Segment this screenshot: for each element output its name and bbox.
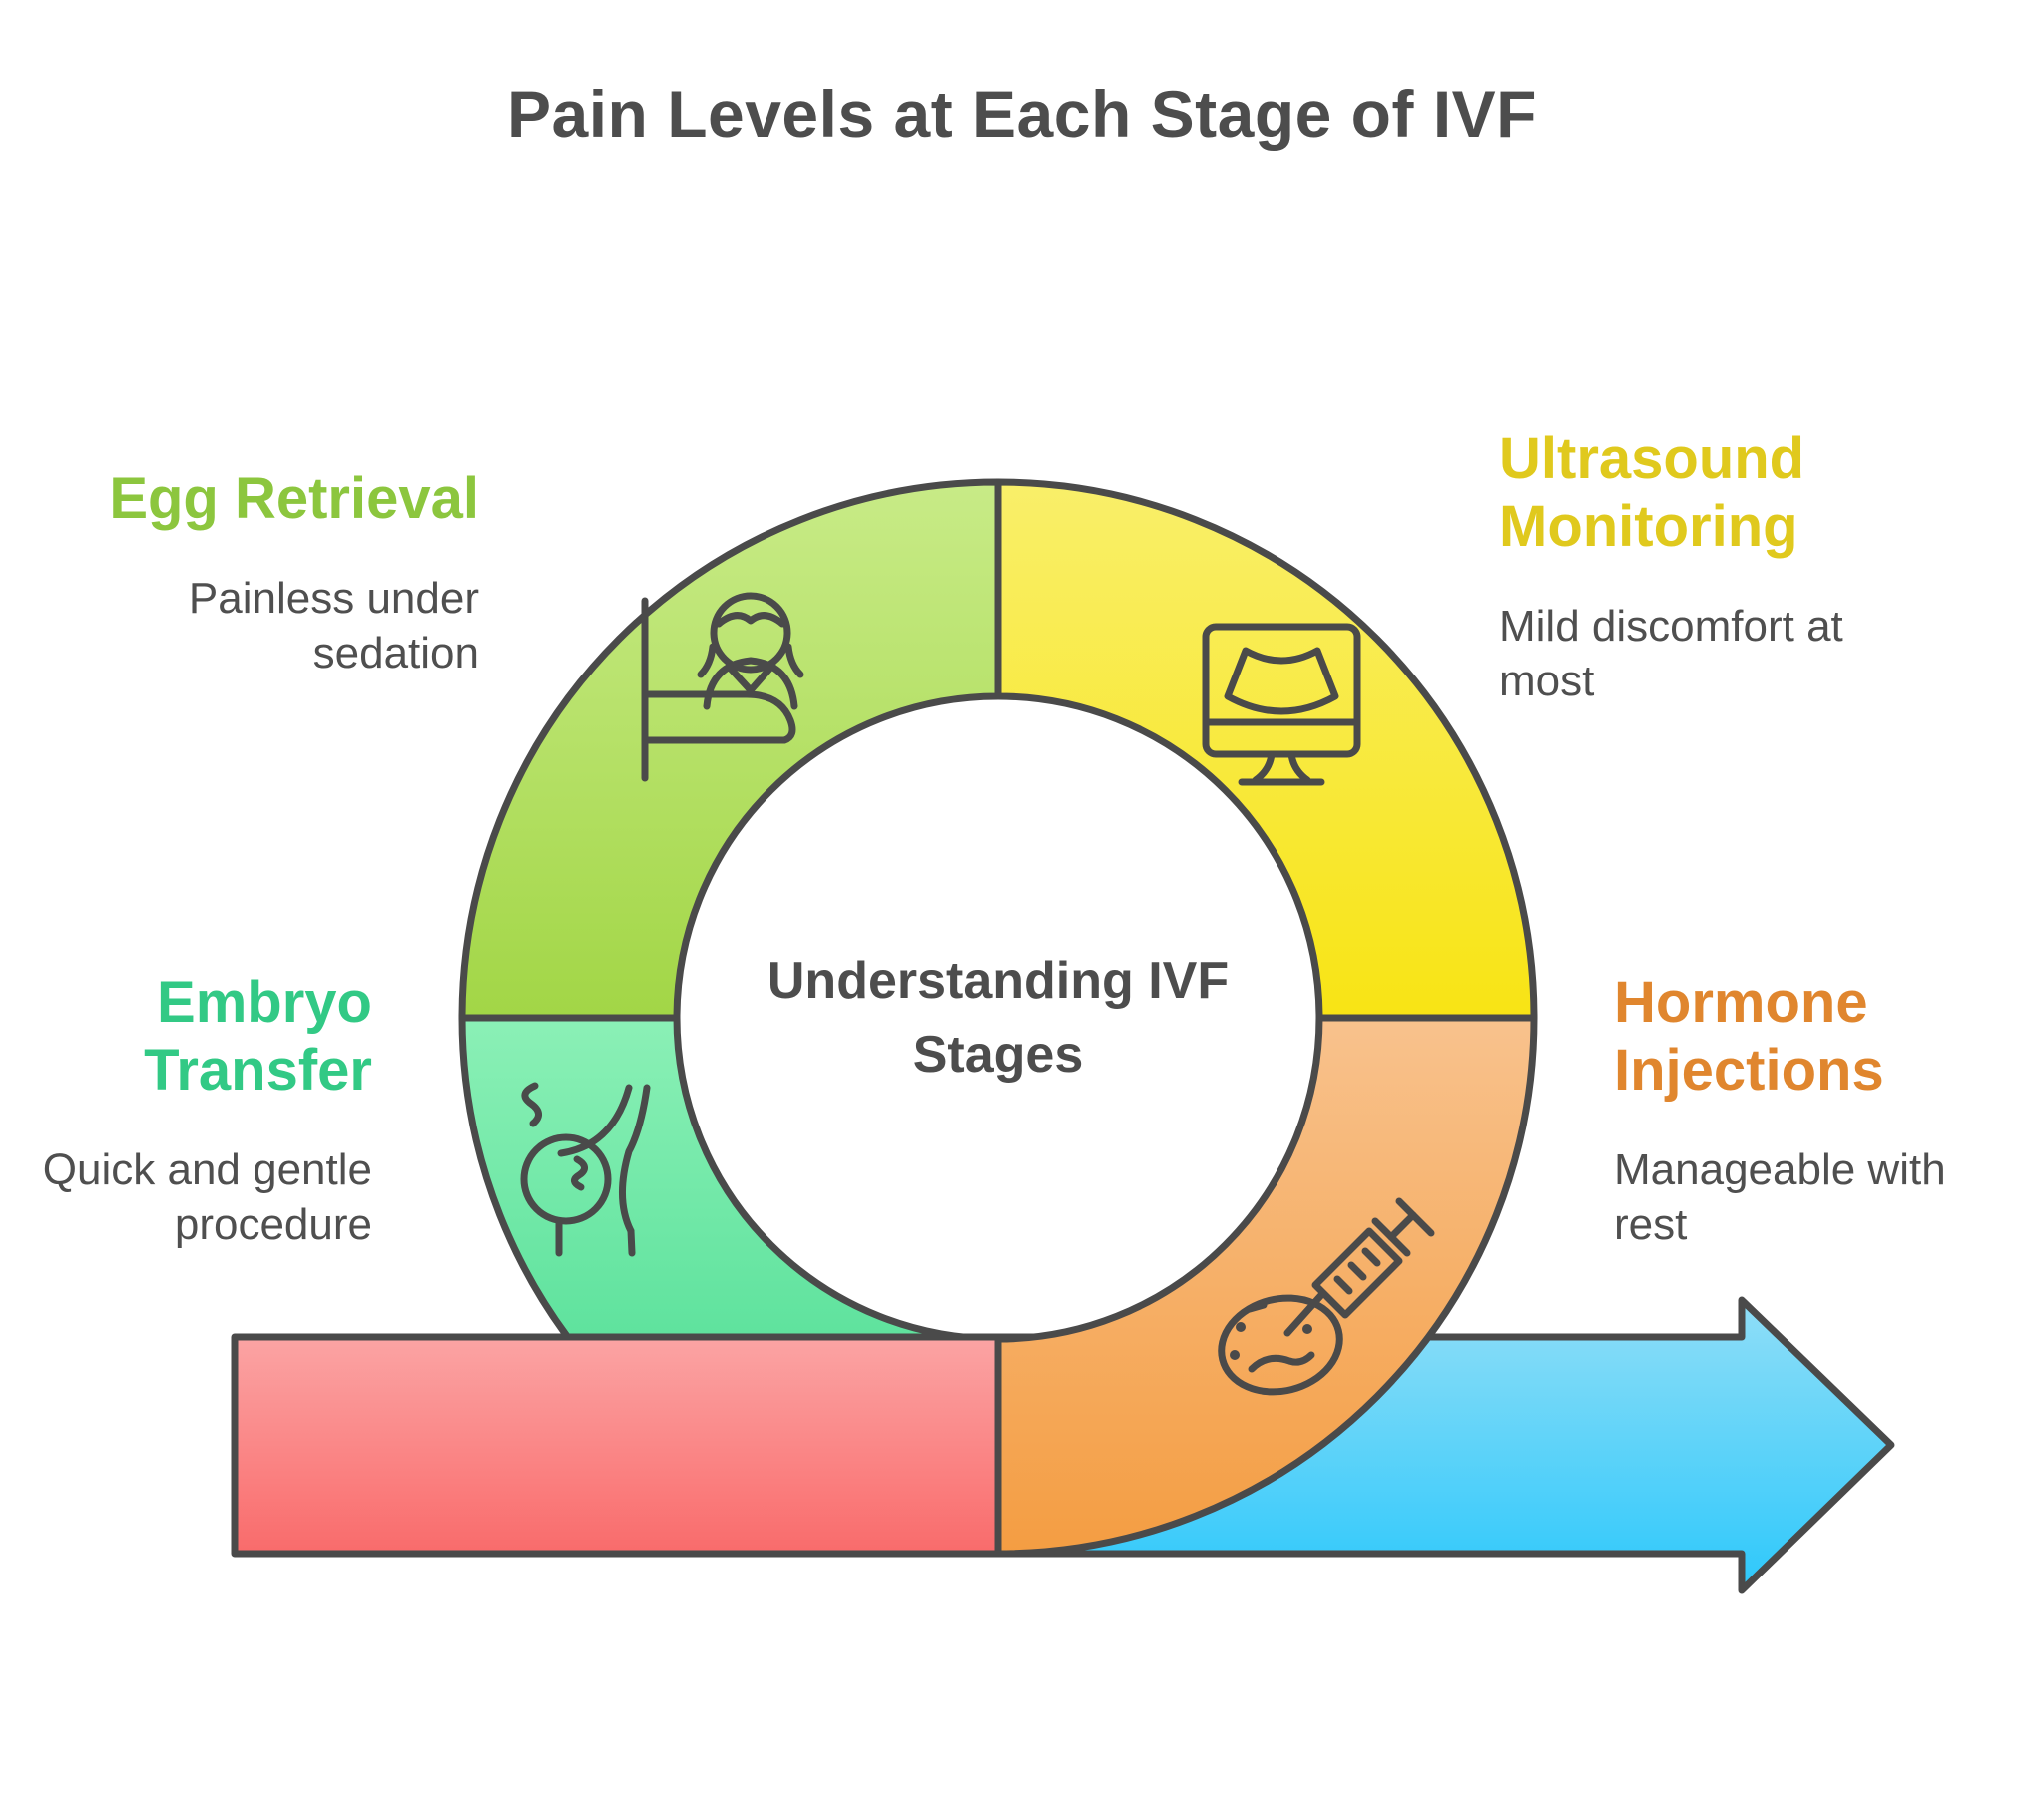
ring-center-label: Understanding IVF Stages (766, 952, 1230, 1084)
pregnant-belly-icon (520, 1082, 651, 1257)
stage-block-embryo-transfer: Embryo Transfer Quick and gentle procedu… (13, 969, 372, 1252)
ring-segment-ultrasound-monitoring (994, 478, 1538, 1022)
ring-segment-hormone-injections (994, 1014, 1538, 1558)
ring-segment-egg-retrieval (458, 478, 1002, 1022)
ultrasound-monitor-icon (1202, 623, 1361, 786)
patient-in-bed-icon (641, 592, 804, 782)
stage-block-egg-retrieval: Egg Retrieval Painless under sedation (0, 465, 479, 680)
syringe-egg-icon (1218, 1197, 1435, 1396)
stage-desc-embryo-transfer: Quick and gentle procedure (42, 1145, 372, 1249)
page-title: Pain Levels at Each Stage of IVF (506, 77, 1537, 151)
stage-title-embryo-transfer: Embryo Transfer (144, 970, 372, 1103)
stage-block-hormone-injections: Hormone Injections Manageable with rest (1614, 969, 2013, 1252)
stage-desc-egg-retrieval: Painless under sedation (188, 574, 479, 677)
stage-desc-ultrasound-monitoring: Mild discomfort at most (1499, 602, 1843, 705)
stage-title-ultrasound-monitoring: Ultrasound Monitoring (1499, 426, 1805, 559)
stage-desc-hormone-injections: Manageable with rest (1614, 1145, 1946, 1249)
stage-title-hormone-injections: Hormone Injections (1614, 970, 1884, 1103)
stage-block-ultrasound-monitoring: Ultrasound Monitoring Mild discomfort at… (1499, 425, 1928, 708)
left-flow-bar (231, 1333, 1003, 1558)
stage-title-egg-retrieval: Egg Retrieval (109, 466, 479, 531)
